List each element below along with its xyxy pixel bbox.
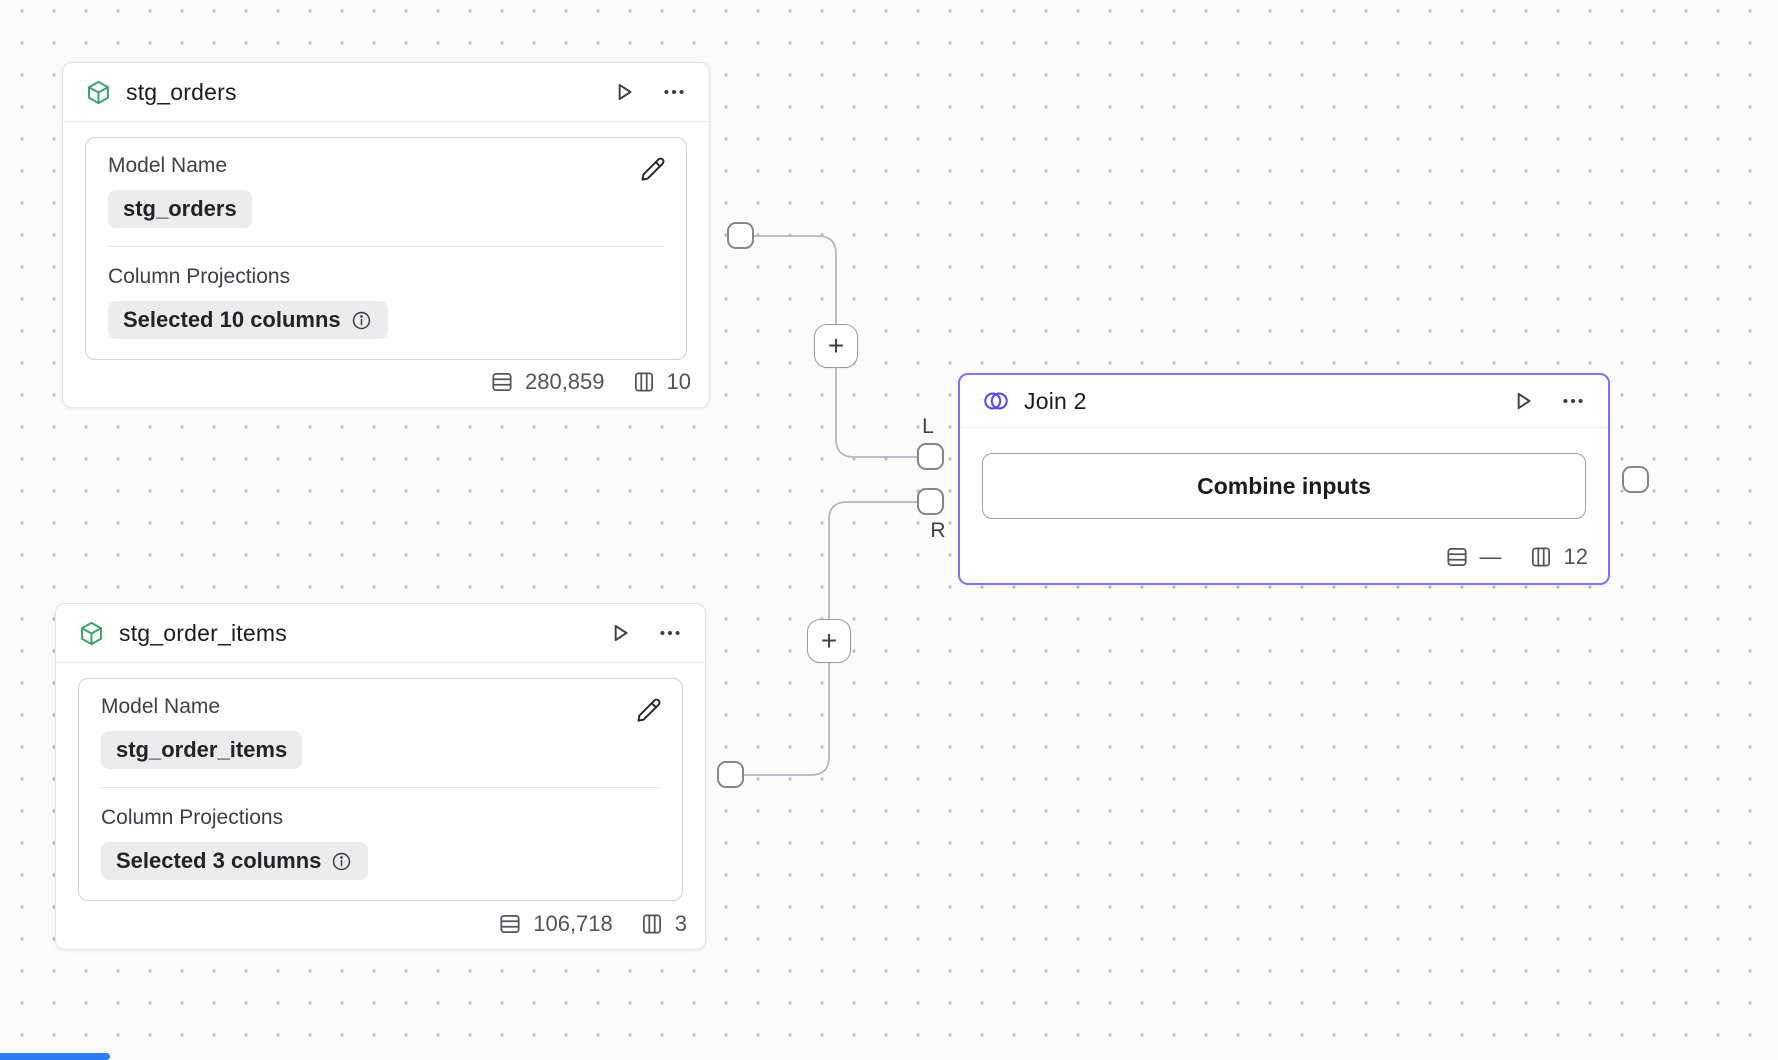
port-join-input-left[interactable]: [917, 443, 944, 470]
node-title: stg_order_items: [119, 619, 287, 646]
node-header: Join 2: [960, 375, 1608, 428]
node-config-panel: Model Name stg_orders Column Projections…: [85, 137, 687, 360]
node-config-panel: Model Name stg_order_items Column Projec…: [78, 678, 683, 901]
horizontal-scrollbar[interactable]: [0, 1053, 110, 1060]
node-stats: 106,718 3: [497, 911, 687, 937]
ellipsis-icon[interactable]: [1560, 388, 1586, 414]
port-join-input-right[interactable]: [917, 488, 944, 515]
pencil-icon[interactable]: [639, 156, 666, 188]
column-projections-label: Column Projections: [101, 806, 284, 829]
panel-divider: [108, 246, 664, 247]
port-stg-orders-output[interactable]: [727, 222, 754, 249]
row-count: —: [1479, 544, 1502, 569]
column-projections-chip[interactable]: Selected 10 columns: [108, 301, 388, 339]
node-join-2[interactable]: Join 2 Combine inputs —: [958, 373, 1610, 585]
table-columns-icon: [642, 914, 661, 934]
node-title: stg_orders: [126, 78, 237, 105]
column-projections-label: Column Projections: [108, 265, 291, 288]
ellipsis-icon[interactable]: [657, 620, 683, 646]
cube-icon: [78, 620, 105, 647]
port-stg-order-items-output[interactable]: [717, 761, 744, 788]
table-rows-icon: [492, 373, 512, 391]
column-count: 3: [674, 911, 687, 936]
cube-icon: [85, 79, 112, 106]
model-name-label: Model Name: [101, 695, 221, 718]
column-count: 12: [1563, 544, 1588, 569]
panel-divider: [101, 787, 660, 788]
model-name-chip: stg_orders: [108, 190, 252, 228]
node-stats: — 12: [1444, 544, 1588, 570]
ellipsis-icon[interactable]: [661, 79, 687, 105]
info-icon[interactable]: [350, 309, 373, 332]
combine-inputs-button[interactable]: Combine inputs: [982, 453, 1586, 519]
table-rows-icon: [1446, 548, 1467, 566]
column-count: 10: [666, 369, 691, 394]
column-projections-chip[interactable]: Selected 3 columns: [101, 842, 369, 880]
table-columns-icon: [1531, 547, 1550, 567]
node-stats: 280,859 10: [489, 369, 691, 395]
node-stg-orders[interactable]: stg_orders Model Name: [62, 62, 710, 408]
table-columns-icon: [634, 372, 653, 392]
node-stg-order-items[interactable]: stg_order_items Model Name: [55, 603, 706, 950]
node-header: stg_orders: [63, 63, 709, 122]
model-name-label: Model Name: [108, 154, 228, 177]
table-rows-icon: [500, 915, 520, 933]
row-count: 280,859: [524, 369, 605, 394]
node-header: stg_order_items: [56, 604, 705, 663]
play-icon[interactable]: [1510, 388, 1536, 414]
insert-node-button-bottom[interactable]: +: [807, 619, 851, 663]
row-count: 106,718: [533, 911, 613, 936]
play-icon[interactable]: [607, 620, 633, 646]
join-left-port-label: L: [922, 415, 934, 438]
pencil-icon[interactable]: [635, 697, 662, 729]
insert-node-button-top[interactable]: +: [814, 324, 858, 368]
venn-icon: [982, 387, 1010, 415]
join-right-port-label: R: [930, 519, 946, 542]
info-icon[interactable]: [330, 850, 353, 873]
node-title: Join 2: [1024, 387, 1087, 414]
port-join-output[interactable]: [1622, 466, 1649, 493]
model-name-chip: stg_order_items: [101, 731, 303, 769]
play-icon[interactable]: [611, 79, 637, 105]
